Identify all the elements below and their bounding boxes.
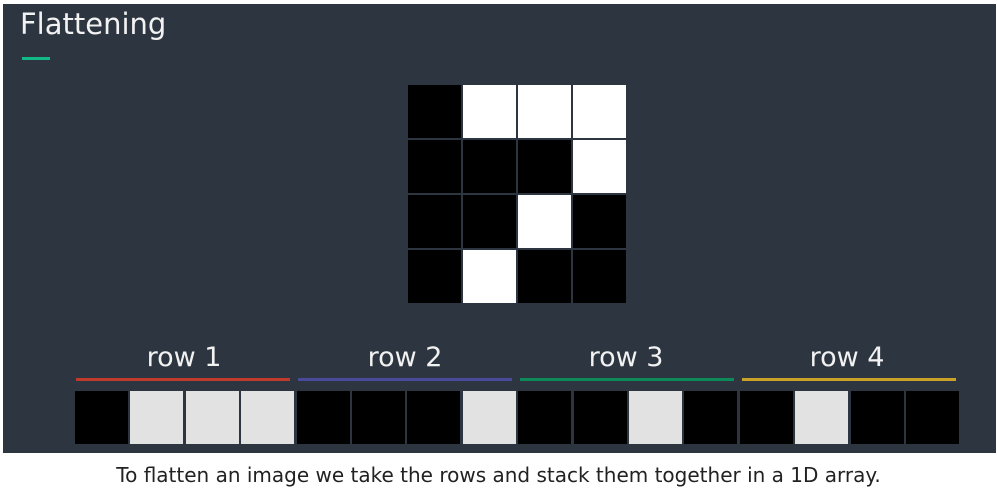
array-cell-4 [241, 391, 295, 444]
array-cell-9 [518, 391, 572, 444]
pixel-r2-c3 [518, 140, 571, 193]
pixel-r4-c3 [518, 250, 571, 303]
row-label-1: row 1 [146, 342, 222, 373]
pixel-r1-c2 [463, 85, 516, 138]
pixel-r4-c1 [408, 250, 461, 303]
pixel-r1-c1 [408, 85, 461, 138]
row-label-2: row 2 [367, 342, 443, 373]
array-cell-2 [130, 391, 184, 444]
pixel-r4-c2 [463, 250, 516, 303]
array-cell-13 [739, 391, 793, 444]
array-cell-3 [185, 391, 239, 444]
array-cell-6 [352, 391, 405, 444]
slide-canvas: Flattening row 1 row 2 row 3 row 4 [3, 4, 996, 453]
pixel-r3-c2 [463, 195, 516, 248]
flattened-array [75, 391, 963, 444]
row-3-underline [520, 378, 734, 381]
row-label-3: row 3 [588, 342, 664, 373]
array-cell-1 [75, 391, 128, 444]
array-cell-12 [684, 391, 738, 444]
pixel-r1-c4 [573, 85, 626, 138]
row-4-underline [742, 378, 956, 381]
image-pixel-grid [408, 85, 627, 304]
pixel-r3-c4 [573, 195, 626, 248]
title-accent-line [22, 57, 50, 60]
row-label-4: row 4 [809, 342, 885, 373]
array-cell-7 [407, 391, 461, 444]
pixel-r2-c1 [408, 140, 461, 193]
row-1-underline [76, 378, 290, 381]
pixel-r3-c1 [408, 195, 461, 248]
pixel-r4-c4 [573, 250, 626, 303]
array-cell-16 [906, 391, 959, 444]
pixel-r2-c2 [463, 140, 516, 193]
array-cell-10 [573, 391, 627, 444]
pixel-r3-c3 [518, 195, 571, 248]
pixel-r1-c3 [518, 85, 571, 138]
array-cell-15 [850, 391, 904, 444]
array-cell-14 [795, 391, 849, 444]
array-cell-5 [296, 391, 350, 444]
array-cell-11 [629, 391, 682, 444]
array-cell-8 [462, 391, 516, 444]
row-2-underline [298, 378, 512, 381]
pixel-r2-c4 [573, 140, 626, 193]
slide-title: Flattening [20, 7, 167, 41]
caption-text: To flatten an image we take the rows and… [116, 463, 881, 487]
